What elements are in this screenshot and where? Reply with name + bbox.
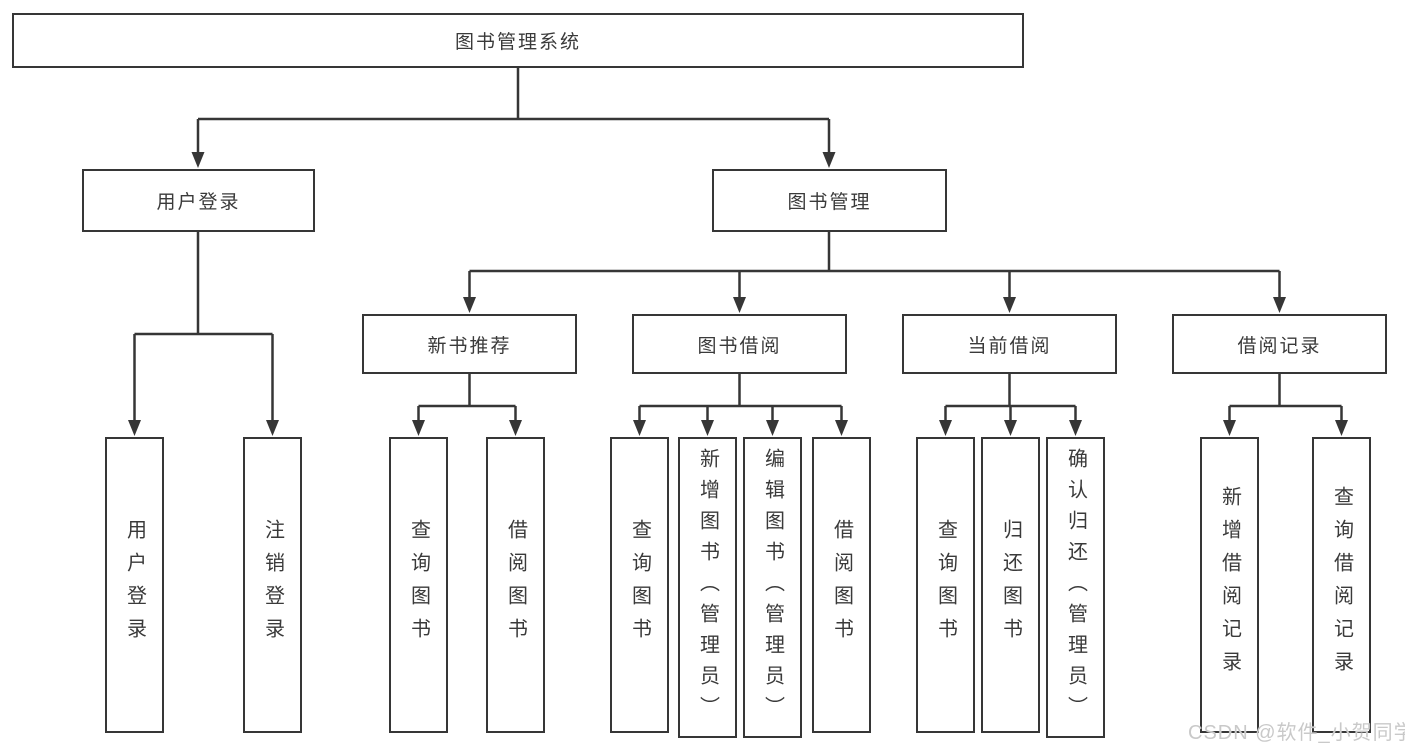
leaf-edit-book-admin-label: 编辑图书（管理员） [761, 448, 784, 727]
node-new-book-recommend: 新书推荐 [362, 314, 577, 374]
leaf-add-book-admin: 新增图书（管理员） [678, 437, 737, 738]
leaf-add-borrow-record: 新增借阅记录 [1200, 437, 1259, 733]
leaf-query-books-recommend-label: 查询图书 [407, 519, 430, 651]
leaf-add-book-admin-label: 新增图书（管理员） [696, 448, 719, 727]
leaf-borrow-books-label: 借阅图书 [830, 519, 853, 651]
leaf-borrow-books: 借阅图书 [812, 437, 871, 733]
leaf-query-borrow-record: 查询借阅记录 [1312, 437, 1371, 733]
leaf-return-book: 归还图书 [981, 437, 1040, 733]
node-user-login: 用户登录 [82, 169, 315, 232]
leaf-query-books-borrow: 查询图书 [610, 437, 669, 733]
leaf-query-books-recommend: 查询图书 [389, 437, 448, 733]
node-current-borrow: 当前借阅 [902, 314, 1117, 374]
leaf-query-books-current: 查询图书 [916, 437, 975, 733]
node-library-management-system: 图书管理系统 [12, 13, 1024, 68]
leaf-confirm-return-admin-label: 确认归还（管理员） [1064, 448, 1087, 727]
leaf-logout-label: 注销登录 [261, 519, 284, 651]
leaf-confirm-return-admin: 确认归还（管理员） [1046, 437, 1105, 738]
node-borrow-records: 借阅记录 [1172, 314, 1387, 374]
watermark: CSDN @软件_小贺同学 [1188, 722, 1405, 744]
leaf-add-borrow-record-label: 新增借阅记录 [1218, 486, 1241, 684]
leaf-query-books-borrow-label: 查询图书 [628, 519, 651, 651]
leaf-borrow-books-recommend-label: 借阅图书 [504, 519, 527, 651]
leaf-user-login: 用户登录 [105, 437, 164, 733]
leaf-edit-book-admin: 编辑图书（管理员） [743, 437, 802, 738]
leaf-logout: 注销登录 [243, 437, 302, 733]
leaf-query-borrow-record-label: 查询借阅记录 [1330, 486, 1353, 684]
node-book-management: 图书管理 [712, 169, 947, 232]
leaf-user-login-label: 用户登录 [123, 519, 146, 651]
node-book-borrow: 图书借阅 [632, 314, 847, 374]
leaf-borrow-books-recommend: 借阅图书 [486, 437, 545, 733]
leaf-return-book-label: 归还图书 [999, 519, 1022, 651]
leaf-query-books-current-label: 查询图书 [934, 519, 957, 651]
